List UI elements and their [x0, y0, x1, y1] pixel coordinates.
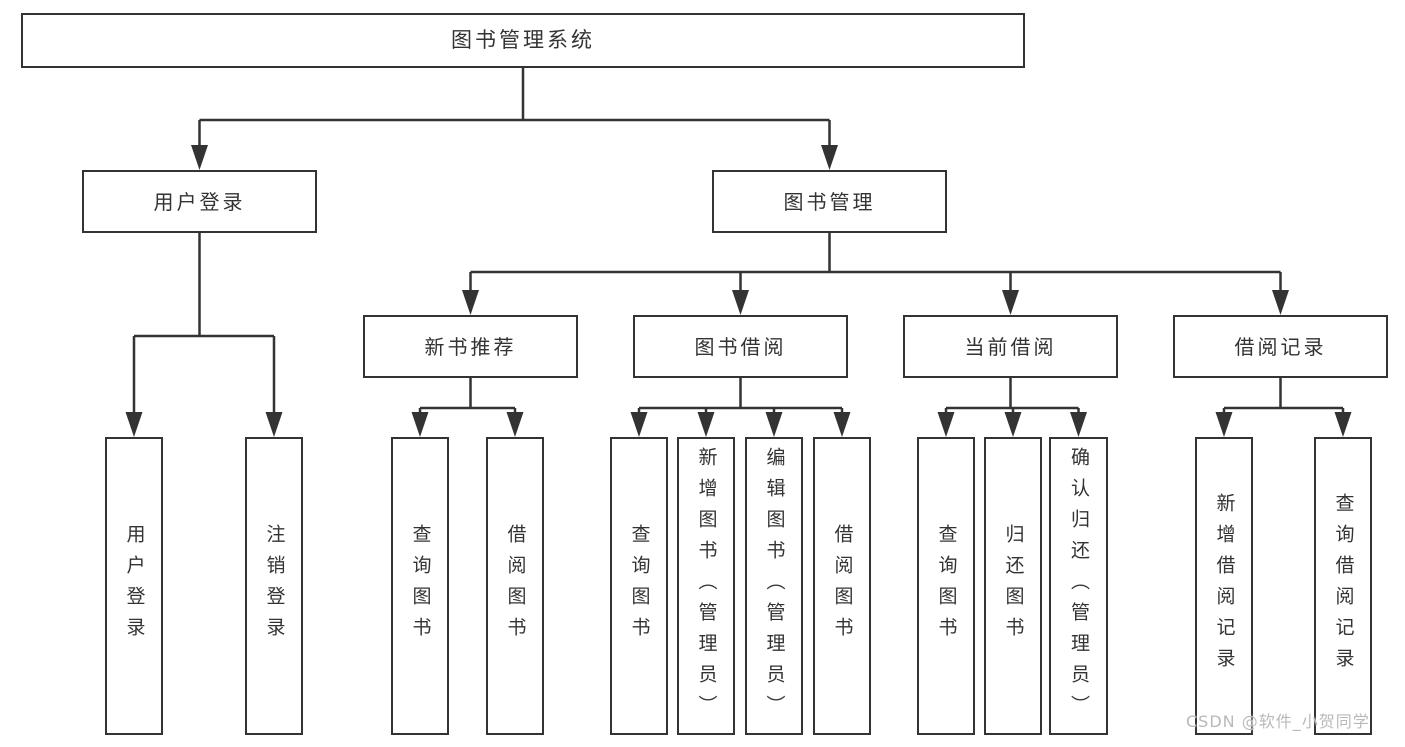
node-bb-query: 查询图书 — [610, 437, 668, 735]
node-bb-add: 新增图书（管理员） — [677, 437, 735, 735]
node-cb-query: 查询图书 — [917, 437, 975, 735]
node-label-bb-query: 查询图书 — [628, 524, 651, 648]
node-label-cb-return: 归还图书 — [1002, 524, 1025, 648]
node-logout-leaf: 注销登录 — [245, 437, 303, 735]
node-label-book-borrow: 图书借阅 — [694, 334, 787, 359]
node-label-br-query: 查询借阅记录 — [1332, 493, 1355, 679]
node-current-borrow: 当前借阅 — [903, 315, 1118, 378]
node-label-cb-confirm: 确认归还（管理员） — [1068, 446, 1090, 726]
node-label-current-borrow: 当前借阅 — [964, 334, 1057, 359]
node-cb-return: 归还图书 — [984, 437, 1042, 735]
node-label-nb-borrow: 借阅图书 — [504, 524, 527, 648]
node-user-login-leaf: 用户登录 — [105, 437, 163, 735]
node-label-book-mgmt: 图书管理 — [783, 189, 876, 214]
node-label-root: 图书管理系统 — [451, 28, 595, 52]
node-label-new-book-rec: 新书推荐 — [424, 334, 517, 359]
node-user-login: 用户登录 — [82, 170, 317, 233]
node-label-bb-edit: 编辑图书（管理员） — [763, 446, 786, 726]
node-label-cb-query: 查询图书 — [935, 524, 958, 648]
node-borrow-records: 借阅记录 — [1173, 315, 1388, 378]
node-br-add: 新增借阅记录 — [1195, 437, 1253, 735]
node-new-book-rec: 新书推荐 — [363, 315, 578, 378]
node-book-borrow: 图书借阅 — [633, 315, 848, 378]
node-label-nb-query: 查询图书 — [409, 524, 432, 648]
node-label-user-login-leaf: 用户登录 — [123, 524, 146, 648]
node-label-br-add: 新增借阅记录 — [1213, 493, 1236, 679]
node-label-borrow-records: 借阅记录 — [1234, 334, 1327, 359]
node-cb-confirm: 确认归还（管理员） — [1049, 437, 1108, 735]
node-book-mgmt: 图书管理 — [712, 170, 947, 233]
node-label-user-login: 用户登录 — [153, 189, 246, 214]
node-label-logout-leaf: 注销登录 — [263, 524, 286, 648]
node-bb-edit: 编辑图书（管理员） — [745, 437, 803, 735]
node-nb-query: 查询图书 — [391, 437, 449, 735]
node-label-bb-borrow: 借阅图书 — [831, 524, 854, 648]
node-br-query: 查询借阅记录 — [1314, 437, 1372, 735]
node-nb-borrow: 借阅图书 — [486, 437, 544, 735]
node-root: 图书管理系统 — [21, 13, 1025, 68]
watermark: CSDN @软件_小贺同学 — [1186, 712, 1370, 731]
node-label-bb-add: 新增图书（管理员） — [695, 446, 718, 726]
node-bb-borrow: 借阅图书 — [813, 437, 871, 735]
